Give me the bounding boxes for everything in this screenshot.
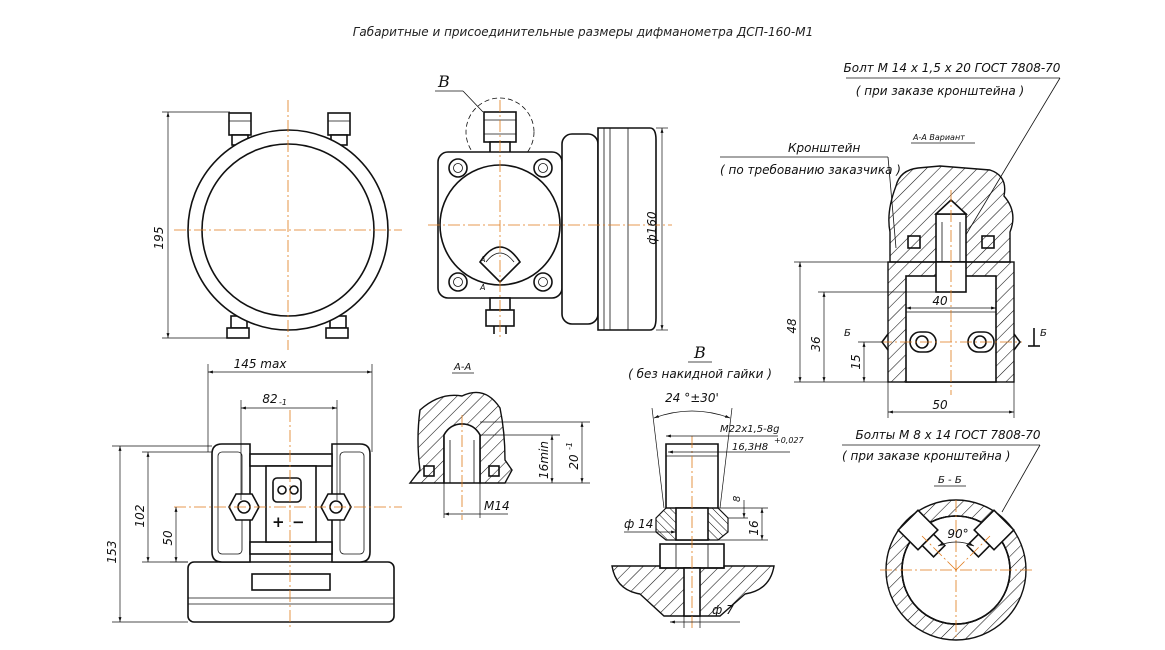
dim-16: 16 [747,520,761,536]
dim-20: 20 [567,454,581,470]
angle-24: 24 °±30' [665,391,719,405]
angle-90: 90° [947,527,968,541]
dim-153: 153 [105,541,119,564]
dim-36: 36 [809,336,823,352]
section-mark-a: А [479,255,485,264]
detail-b-letter: В [693,343,706,362]
thread-m22: М22х1,5-8g [720,424,780,435]
section-bb: Болты М 8 х 14 ГОСТ 7808-70 ( при заказе… [842,428,1041,641]
section-mark-a-bottom: А [479,283,485,292]
dim-40: 40 [932,294,948,308]
detail-b-note: ( без накидной гайки ) [628,367,772,381]
bolts-note: Болты М 8 х 14 ГОСТ 7808-70 [856,428,1041,442]
bolts-note-2: ( при заказе кронштейна ) [842,449,1010,463]
minus-mark: − [292,513,305,531]
fit-16-3: 16,3Н8 [732,442,768,453]
side-view: В А А [428,72,672,340]
dim-d7: ф 7 [712,603,734,617]
fit-tol: +0,027 [774,436,805,445]
dim-102: 102 [133,505,147,528]
bolt-note-2: ( при заказе кронштейна ) [856,84,1024,98]
detail-b: В ( без накидной гайки ) 24 °±30' М22х1,… [611,343,805,630]
dim-145max: 145 max [234,357,288,371]
bracket-note-2: ( по требованию заказчика ) [720,163,901,177]
variant-label: А-А Вариант [912,133,965,142]
section-aa-label: А-А [453,362,471,373]
plus-mark: + [272,513,285,531]
callout-b: В [437,72,450,91]
section-bb-label: Б - Б [938,475,962,486]
dim-d160: ф160 [645,211,659,245]
bracket-note: Кронштейн [788,141,860,155]
section-b-left: Б [844,328,851,339]
bolt-note: Болт М 14 х 1,5 х 20 ГОСТ 7808-70 [844,61,1061,75]
bottom-view: + − 145 max 82 -1 153 102 50 [105,357,402,630]
dim-82: 82 [262,392,277,406]
bracket-view: Болт М 14 х 1,5 х 20 ГОСТ 7808-70 ( при … [720,61,1061,418]
dim-50-bottom: 50 [161,530,175,546]
dim-d14: ф 14 [624,517,653,531]
section-b-right: Б [1040,328,1047,339]
dim-15: 15 [849,354,863,369]
drawing-title: Габаритные и присоединительные размеры д… [353,25,813,39]
dim-195: 195 [152,227,166,250]
dim-50-bracket: 50 [932,398,948,412]
thread-m14: M14 [484,499,510,513]
front-view: 195 [152,100,402,350]
dim-8: 8 [732,496,743,502]
dim-82-tol: -1 [279,398,287,407]
dim-20-tol: -1 [565,442,574,450]
dim-48: 48 [785,318,799,334]
section-aa: А-А 16min 20 -1 M14 [408,362,590,520]
dim-16min: 16min [537,441,551,479]
